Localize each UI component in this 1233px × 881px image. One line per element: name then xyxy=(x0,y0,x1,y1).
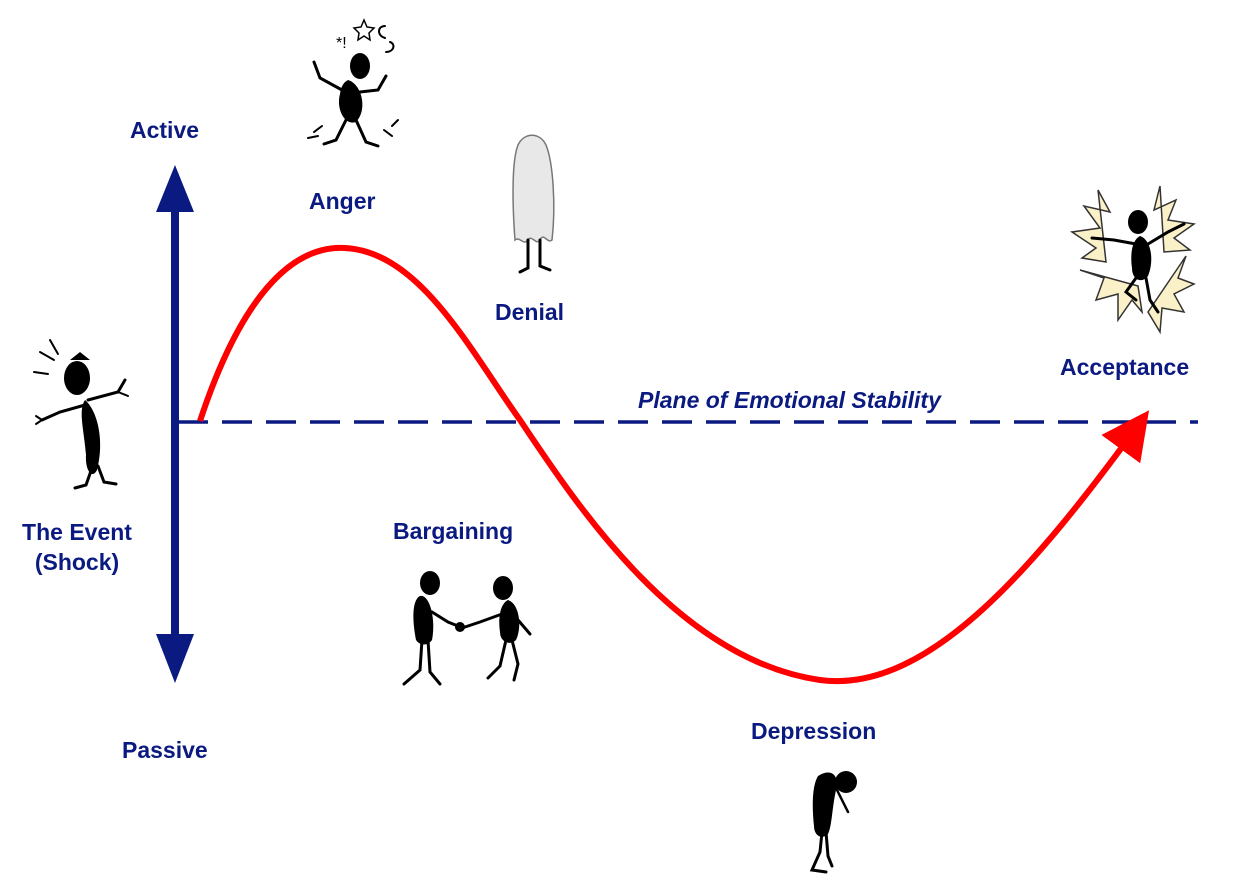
axis-label-passive: Passive xyxy=(122,737,208,763)
ghost-figure-icon xyxy=(512,134,555,274)
axis-label-active: Active xyxy=(130,117,200,143)
label-event-line1: The Event xyxy=(22,519,132,545)
stage-label-depression: Depression xyxy=(751,718,877,744)
svg-text:*!: *! xyxy=(336,35,347,52)
depressed-figure-icon xyxy=(809,771,857,874)
stage-label-denial: Denial xyxy=(495,299,565,325)
label-event: The Event (Shock) xyxy=(22,518,132,578)
handshake-figures-icon xyxy=(402,571,532,686)
activity-axis xyxy=(156,165,194,683)
stability-plane-label: Plane of Emotional Stability xyxy=(638,387,941,413)
stage-label-bargaining: Bargaining xyxy=(393,518,514,544)
shock-figure-icon xyxy=(33,339,129,490)
celebrating-figure-icon xyxy=(1069,185,1196,335)
change-curve xyxy=(197,244,1150,685)
stage-label-acceptance: Acceptance xyxy=(1060,354,1190,380)
label-event-line2: (Shock) xyxy=(34,548,120,575)
stage-label-anger: Anger xyxy=(309,188,376,214)
angry-figure-icon: *! xyxy=(307,18,399,148)
